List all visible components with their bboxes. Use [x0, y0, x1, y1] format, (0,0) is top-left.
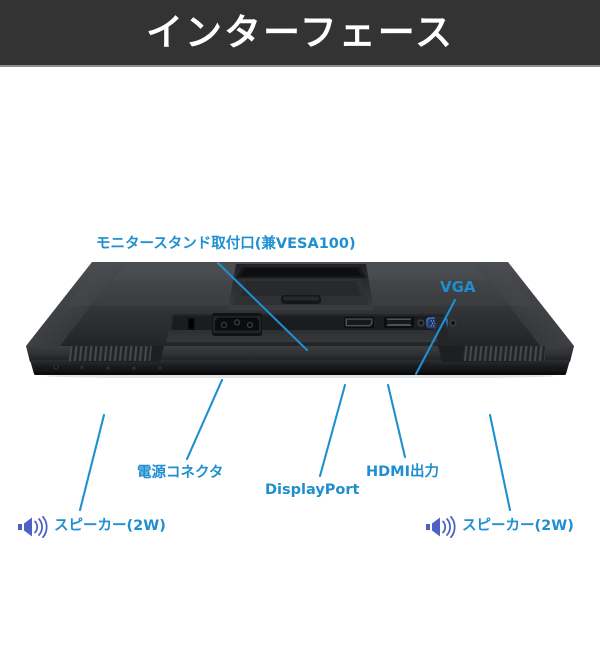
speaker-icon — [425, 515, 459, 539]
page-title: インターフェース — [146, 11, 454, 54]
port-panel — [166, 313, 457, 342]
callout-label-displayport: DisplayPort — [265, 482, 360, 498]
speaker-icon — [17, 515, 51, 539]
callout-label-power-connector: 電源コネクタ — [137, 465, 224, 481]
callout-label-speaker-left: スピーカー(2W) — [54, 518, 166, 535]
displayport-port — [344, 317, 374, 328]
leader-line-dp — [318, 383, 347, 478]
leader-line-hdmi — [386, 383, 407, 459]
leader-line-power — [185, 378, 224, 461]
speaker-grille-left — [68, 346, 164, 362]
hdmi-port — [384, 317, 414, 328]
speaker-grille-right — [438, 346, 546, 362]
osd-control-buttons — [53, 364, 162, 370]
kensington-lock-slot — [188, 318, 195, 330]
callout-label-hdmi: HDMI出力 — [366, 464, 439, 480]
power-connector-port — [212, 313, 262, 336]
callout-label-vesa: モニタースタンド取付口(兼VESA100) — [96, 236, 356, 252]
callout-speaker-left: スピーカー(2W) — [17, 515, 166, 539]
callout-speaker-right: スピーカー(2W) — [425, 515, 574, 539]
page-header: インターフェース — [0, 0, 600, 67]
leader-line-speaker-right — [488, 413, 512, 512]
interface-diagram: モニタースタンド取付口(兼VESA100) VGA 電源コネクタ Display… — [0, 67, 600, 600]
callout-label-vga: VGA — [440, 278, 476, 296]
monitor-bottom-view-illustration — [14, 250, 586, 378]
callout-label-speaker-right: スピーカー(2W) — [462, 518, 574, 535]
leader-line-speaker-left — [78, 413, 106, 512]
